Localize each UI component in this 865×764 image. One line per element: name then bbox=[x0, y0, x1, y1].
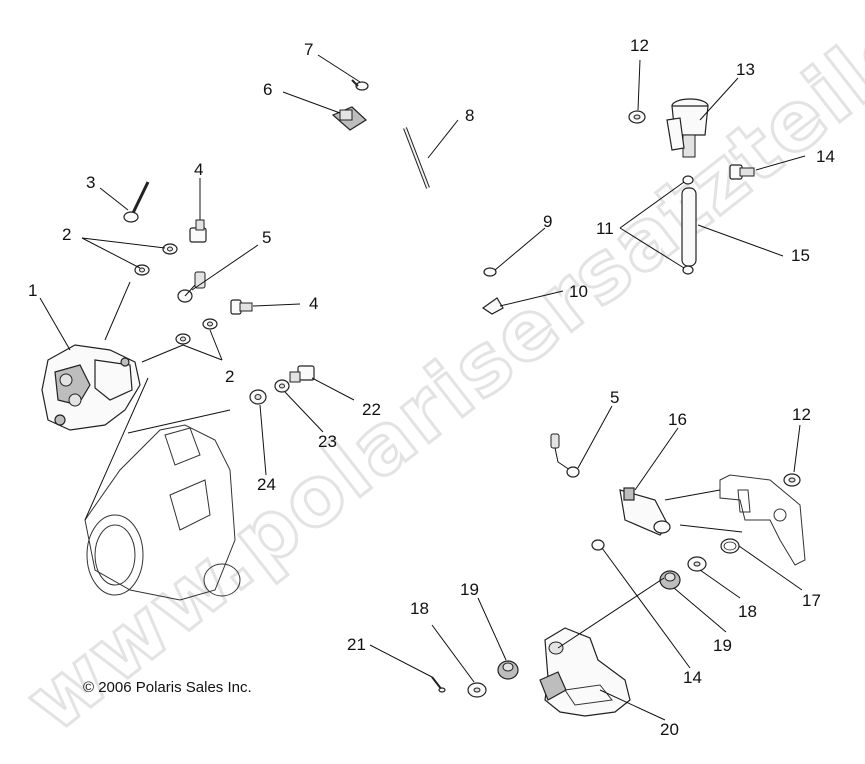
callout-6: 6 bbox=[263, 80, 272, 99]
housing-link-line-a bbox=[84, 377, 149, 521]
callout-8: 8 bbox=[465, 106, 474, 125]
bushing-part-19-left bbox=[497, 660, 519, 680]
pedal-bracket-outline bbox=[719, 474, 806, 566]
nut-part-12-upper bbox=[628, 110, 646, 124]
washer-part-24 bbox=[249, 389, 267, 405]
cotter-pin-part-21 bbox=[431, 676, 446, 693]
leader-lines bbox=[39, 54, 806, 721]
washer-part-18-left bbox=[467, 682, 487, 698]
housing-link-line-b bbox=[127, 409, 231, 434]
hose-clamp-part-11 bbox=[682, 175, 694, 275]
bracket-link-line-a bbox=[664, 489, 721, 501]
callout-1: 1 bbox=[28, 281, 37, 300]
bolt-part-4-lower bbox=[230, 299, 253, 315]
callout-10: 10 bbox=[569, 282, 588, 301]
brake-switch-part-upper bbox=[177, 271, 206, 303]
callout-16: 16 bbox=[668, 410, 687, 429]
callout-labels: 1 2 2 3 4 4 5 5 6 7 8 9 10 11 12 12 13 1… bbox=[28, 36, 835, 739]
washer-part-23 bbox=[274, 379, 290, 393]
callout-22: 22 bbox=[362, 400, 381, 419]
callout-7: 7 bbox=[304, 40, 313, 59]
washer-parts-2 bbox=[134, 243, 218, 345]
callout-18-right: 18 bbox=[738, 602, 757, 621]
callout-15: 15 bbox=[791, 246, 810, 265]
rod-part-8 bbox=[403, 127, 430, 189]
nut-part-12-lower bbox=[783, 473, 801, 487]
hose-part-15 bbox=[681, 187, 697, 267]
bracket-link-line-b bbox=[679, 524, 743, 533]
callout-12-upper: 12 bbox=[630, 36, 649, 55]
callout-12-lower: 12 bbox=[792, 405, 811, 424]
callout-21: 21 bbox=[347, 635, 366, 654]
copyright-notice: © 2006 Polaris Sales Inc. bbox=[83, 679, 252, 696]
callout-14-upper: 14 bbox=[816, 147, 835, 166]
reservoir-part-13 bbox=[666, 98, 709, 158]
bushing-part-19-right bbox=[659, 570, 681, 590]
brake-pedal-part-20 bbox=[539, 627, 631, 717]
callout-19-right: 19 bbox=[713, 636, 732, 655]
callout-11: 11 bbox=[596, 219, 614, 238]
screw-part-7 bbox=[351, 79, 369, 91]
callout-2-lower: 2 bbox=[225, 367, 234, 386]
bolt-part-14-lower bbox=[591, 539, 605, 551]
master-cylinder-part-16 bbox=[619, 487, 671, 536]
banjo-fitting-part bbox=[123, 181, 150, 223]
callout-24: 24 bbox=[257, 475, 276, 494]
callout-2-upper: 2 bbox=[62, 225, 71, 244]
bolt-part-4-upper bbox=[189, 219, 207, 243]
clip-part-10 bbox=[481, 297, 504, 315]
callout-14-lower: 14 bbox=[683, 668, 702, 687]
brake-caliper-part bbox=[41, 344, 141, 431]
callout-19-left: 19 bbox=[460, 580, 479, 599]
callout-23: 23 bbox=[318, 432, 337, 451]
callout-5-lower: 5 bbox=[610, 388, 619, 407]
callout-20: 20 bbox=[660, 720, 679, 739]
callout-4-lower: 4 bbox=[309, 294, 318, 313]
snap-ring-part-17 bbox=[720, 538, 740, 554]
callout-3: 3 bbox=[86, 173, 95, 192]
clamp-part-6 bbox=[331, 106, 367, 131]
bolt-part-22 bbox=[289, 365, 315, 383]
callout-17: 17 bbox=[802, 591, 821, 610]
bolt-part-14-upper bbox=[729, 164, 755, 180]
callout-5-upper: 5 bbox=[262, 228, 271, 247]
callout-18-left: 18 bbox=[410, 599, 429, 618]
axle-housing-outline bbox=[84, 424, 241, 601]
callout-13: 13 bbox=[736, 60, 755, 79]
screw-part-9 bbox=[483, 267, 497, 277]
brake-switch-part-lower bbox=[550, 433, 580, 478]
washer-part-18-right bbox=[687, 556, 707, 572]
callout-9: 9 bbox=[543, 212, 552, 231]
callout-4-upper: 4 bbox=[194, 160, 203, 179]
